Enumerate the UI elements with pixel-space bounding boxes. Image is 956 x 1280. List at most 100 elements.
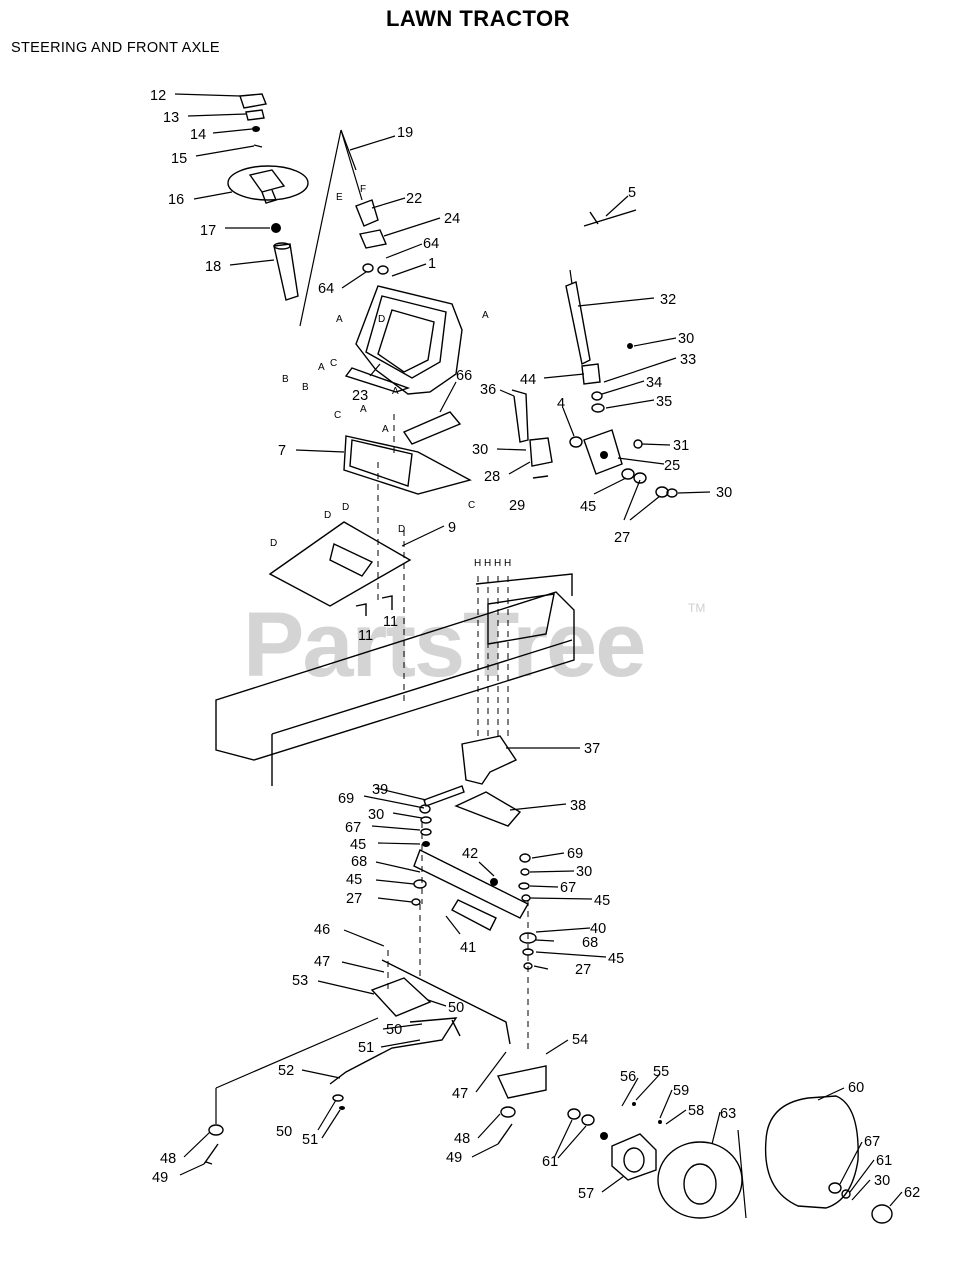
part-4-bushing — [569, 436, 583, 448]
callout-46: 46 — [314, 922, 330, 938]
part-28-block — [529, 437, 553, 467]
ref-letter-a: A — [336, 314, 343, 325]
callout-57: 57 — [578, 1186, 594, 1202]
ref-letter-c: C — [334, 410, 341, 421]
callout-38: 38 — [570, 798, 586, 814]
callout-37: 37 — [584, 741, 600, 757]
callout-51: 51 — [302, 1132, 318, 1148]
part-54-spindle-bracket — [497, 1065, 547, 1099]
callout-49: 49 — [446, 1150, 462, 1166]
watermark: PartsTree — [243, 594, 644, 696]
steering-gearbox-group — [511, 269, 678, 498]
ref-letter-h: H — [504, 558, 511, 569]
callout-61: 61 — [876, 1153, 892, 1169]
callout-41: 41 — [460, 940, 476, 956]
callout-69: 69 — [338, 791, 354, 807]
callout-labels: 12 13 14 15 16 17 18 19 22 24 64 64 1 5 … — [150, 88, 920, 1202]
callout-61: 61 — [542, 1154, 558, 1170]
ref-letter-a: A — [482, 310, 489, 321]
callout-30: 30 — [368, 807, 384, 823]
callout-54: 54 — [572, 1032, 588, 1048]
part-30-screw — [627, 343, 633, 349]
callout-27: 27 — [575, 962, 591, 978]
callout-60: 60 — [848, 1080, 864, 1096]
ref-letter-c: C — [468, 500, 475, 511]
callout-30: 30 — [576, 864, 592, 880]
callout-50: 50 — [448, 1000, 464, 1016]
callout-32: 32 — [660, 292, 676, 308]
part-67-washer — [828, 1182, 842, 1194]
part-66-plate — [402, 411, 462, 445]
callout-45: 45 — [608, 951, 624, 967]
callout-67: 67 — [345, 820, 361, 836]
callout-33: 33 — [680, 352, 696, 368]
callout-4: 4 — [557, 396, 565, 412]
part-46-tie-rod — [381, 959, 511, 1045]
part-24-bushing — [359, 229, 387, 249]
part-49-bolt-left — [203, 1143, 219, 1165]
callout-15: 15 — [171, 151, 187, 167]
callout-22: 22 — [406, 191, 422, 207]
callout-30: 30 — [472, 442, 488, 458]
callout-24: 24 — [444, 211, 460, 227]
ref-letter-d: D — [378, 314, 385, 325]
part-62-cap — [871, 1204, 893, 1224]
callout-59: 59 — [673, 1083, 689, 1099]
part-32-rod — [565, 281, 591, 366]
part-55-pin — [632, 1102, 636, 1106]
callout-56: 56 — [620, 1069, 636, 1085]
callout-12: 12 — [150, 88, 166, 104]
callout-68: 68 — [582, 935, 598, 951]
callout-16: 16 — [168, 192, 184, 208]
part-64-clip — [362, 263, 374, 273]
callout-30: 30 — [716, 485, 732, 501]
part-38-bracket — [454, 791, 522, 827]
part-44-fitting — [581, 363, 601, 385]
part-29-bolt — [532, 475, 549, 479]
callout-29: 29 — [509, 498, 525, 514]
callout-35: 35 — [656, 394, 672, 410]
callout-47: 47 — [314, 954, 330, 970]
part-42-grease-fitting — [490, 878, 498, 886]
page-subtitle: STEERING AND FRONT AXLE — [11, 40, 220, 56]
part-48-spindle-right — [500, 1106, 516, 1118]
callout-62: 62 — [904, 1185, 920, 1201]
callout-67: 67 — [864, 1134, 880, 1150]
front-wheel-assembly — [567, 1095, 893, 1224]
callout-51: 51 — [358, 1040, 374, 1056]
callout-30: 30 — [874, 1173, 890, 1189]
callout-50: 50 — [276, 1124, 292, 1140]
ref-letter-a: A — [318, 362, 325, 373]
callout-67: 67 — [560, 880, 576, 896]
callout-27: 27 — [614, 530, 630, 546]
callout-63: 63 — [720, 1106, 736, 1122]
part-57-hub — [611, 1133, 657, 1181]
part-48-spindle-left — [208, 1124, 224, 1136]
callout-40: 40 — [590, 921, 606, 937]
part-14-nut — [252, 126, 260, 132]
callout-48: 48 — [454, 1131, 470, 1147]
callout-14: 14 — [190, 127, 206, 143]
callout-55: 55 — [653, 1064, 669, 1080]
part-12-cap — [239, 93, 267, 109]
callout-34: 34 — [646, 375, 662, 391]
part-61-washer — [567, 1108, 581, 1120]
part-13-insert — [245, 109, 265, 121]
callout-1: 1 — [428, 256, 436, 272]
callout-5: 5 — [628, 185, 636, 201]
callout-18: 18 — [205, 259, 221, 275]
ref-letter-a: A — [360, 404, 367, 415]
callout-30: 30 — [678, 331, 694, 347]
part-59-fitting — [658, 1120, 662, 1124]
ref-letter-b: B — [282, 374, 289, 385]
ref-letter-d: D — [398, 524, 405, 535]
callout-36: 36 — [480, 382, 496, 398]
callout-45: 45 — [346, 872, 362, 888]
callout-11: 11 — [358, 628, 373, 644]
part-41-pivot — [451, 899, 497, 931]
part-17-bearing — [271, 223, 281, 233]
ref-letter-b: B — [302, 382, 309, 393]
part-52-drag-link — [329, 1017, 458, 1085]
callout-45: 45 — [580, 499, 596, 515]
ref-letter-a: A — [392, 386, 399, 397]
